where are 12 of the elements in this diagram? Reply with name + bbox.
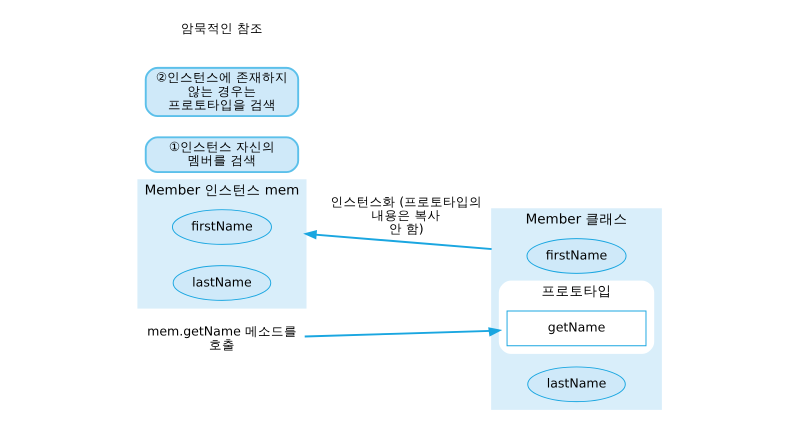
- label: 암묵적인 참조: [180, 20, 262, 36]
- node-box: getName: [506, 310, 646, 346]
- edge-label: 인스턴스화 (프로토타입의 내용은 복사 안 함): [330, 194, 482, 236]
- node-text: mem.getName 메소드를 호출: [146, 323, 296, 352]
- node-ellipse: lastName: [526, 366, 626, 402]
- node-box: ①인스턴스 자신의 멤버를 검색: [144, 136, 299, 174]
- node-box: ②인스턴스에 존재하지 않는 경우는 프로토타입을 검색: [144, 66, 299, 118]
- arrow: [302, 230, 492, 250]
- node-ellipse: lastName: [172, 265, 271, 301]
- node-ellipse: firstName: [171, 209, 272, 245]
- arrow: [304, 327, 502, 338]
- node-ellipse: firstName: [526, 238, 626, 274]
